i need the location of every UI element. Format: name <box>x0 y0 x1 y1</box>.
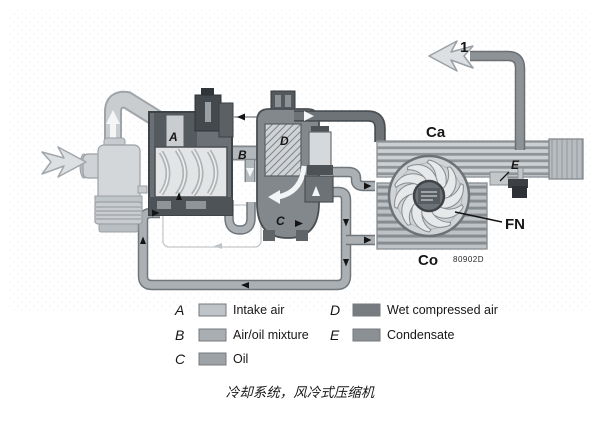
outlet-pipe <box>470 50 526 150</box>
separator-filter-element <box>264 123 302 177</box>
oil-filter <box>307 126 333 175</box>
legend-label: Condensate <box>387 328 454 342</box>
mixture-pipe-label: B <box>238 148 247 162</box>
cooling-fan <box>387 154 471 238</box>
legend-swatch <box>352 303 381 317</box>
legend-row-condensate: E Condensate <box>330 327 454 343</box>
drawing-code: 80902D <box>453 255 484 264</box>
aftercooler-label: Ca <box>426 124 446 141</box>
legend-row-air-oil-mixture: B Air/oil mixture <box>175 327 309 343</box>
oil-swirl-arrow <box>277 165 307 200</box>
condensate-pointer-line <box>499 171 510 182</box>
legend: A Intake air B Air/oil mixture C Oil D W… <box>174 302 498 367</box>
legend-row-intake-air: A Intake air <box>174 302 284 318</box>
intake-arrow-icon <box>41 146 87 178</box>
legend-swatch <box>198 303 227 317</box>
legend-letter: C <box>175 351 186 367</box>
condensate-label: E <box>511 158 520 172</box>
unloader-valve <box>194 88 234 138</box>
legend-swatch <box>198 352 227 366</box>
legend-row-wet-compressed-air: D Wet compressed air <box>330 302 498 318</box>
legend-label: Intake air <box>233 303 284 317</box>
legend-letter: B <box>175 327 184 343</box>
intake-pipe <box>104 90 169 152</box>
fan-label: FN <box>505 216 525 233</box>
outlet-number-label: 1 <box>460 39 468 56</box>
element-intake-label: A <box>168 130 178 144</box>
separator-oil-label: C <box>276 214 285 228</box>
legend-swatch <box>198 328 227 342</box>
legend-label: Wet compressed air <box>387 303 498 317</box>
legend-label: Air/oil mixture <box>233 328 309 342</box>
legend-row-oil: C Oil <box>175 351 248 367</box>
legend-letter: E <box>330 327 340 343</box>
flow-arrows <box>140 182 372 289</box>
legend-letter: D <box>330 302 340 318</box>
legend-label: Oil <box>233 352 248 366</box>
wet-air-pipe <box>294 110 386 142</box>
outlet-arrow-icon <box>428 40 474 72</box>
separator-wet-air-label: D <box>280 134 289 148</box>
legend-swatch <box>352 328 381 342</box>
sump-u-pipe <box>224 200 256 235</box>
condensate-drain <box>489 167 528 198</box>
oil-cooler-label: Co <box>418 252 438 269</box>
min-pressure-valve <box>270 90 296 112</box>
figure-caption: 冷却系统，风冷式压缩机 <box>226 385 375 400</box>
oil-separator: D C <box>256 90 320 241</box>
thermostat-valve <box>304 175 334 203</box>
legend-letter: A <box>174 302 184 318</box>
air-intake-filter <box>79 137 148 233</box>
fan-pointer-line <box>454 211 503 223</box>
